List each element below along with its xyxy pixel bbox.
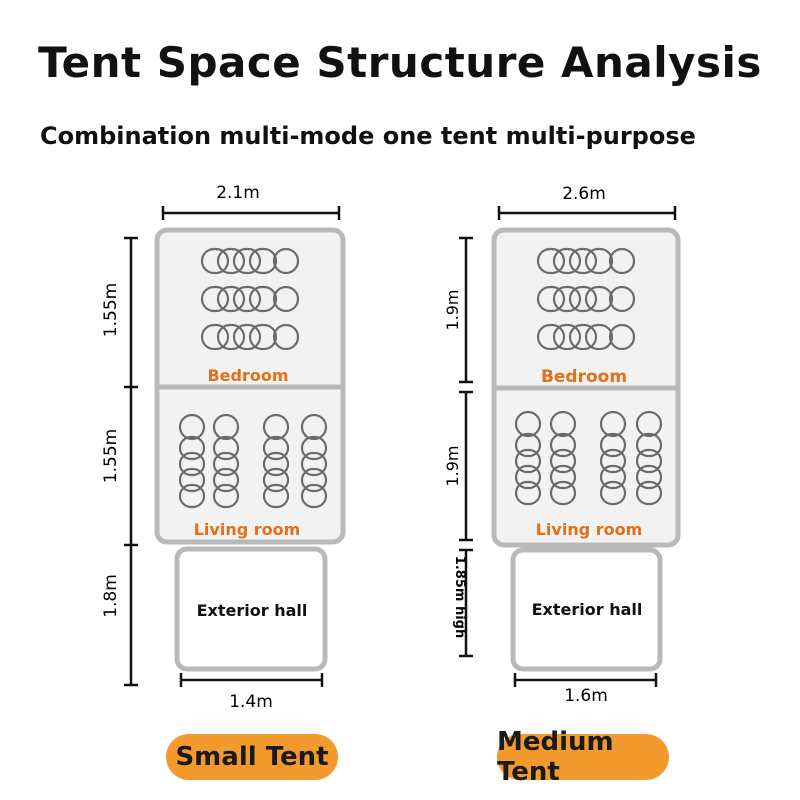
small-depth-dimensions: 1.55m 1.55m 1.8m bbox=[101, 236, 138, 687]
small-top-width-dimension: 2.1m bbox=[161, 183, 341, 220]
small-tent-badge: Small Tent bbox=[166, 734, 338, 780]
medium-bedroom-label: Bedroom bbox=[541, 367, 627, 387]
medium-top-width-dimension: 2.6m bbox=[497, 184, 677, 220]
medium-bottom-width-label: 1.6m bbox=[564, 686, 608, 706]
medium-top-width-label: 2.6m bbox=[562, 184, 606, 204]
medium-tent: 2.6m Bedroom Living room Exterior hall 1… bbox=[443, 184, 681, 706]
medium-bottom-width-dimension: 1.6m bbox=[513, 673, 658, 706]
medium-hall-label: Exterior hall bbox=[532, 600, 643, 619]
medium-tent-badge: Medium Tent bbox=[497, 727, 669, 787]
small-living-depth: 1.55m bbox=[101, 429, 121, 483]
medium-bedroom-depth: 1.9m bbox=[443, 289, 462, 330]
small-bottom-width-dimension: 1.4m bbox=[179, 673, 324, 712]
small-hall-label: Exterior hall bbox=[197, 601, 308, 620]
medium-hall-depth: 1.85m high bbox=[452, 556, 467, 638]
small-exterior-hall bbox=[174, 546, 328, 672]
small-bedroom-depth: 1.55m bbox=[101, 283, 121, 337]
small-hall-depth: 1.8m bbox=[101, 574, 121, 618]
medium-exterior-hall bbox=[510, 547, 663, 672]
medium-living-depth: 1.9m bbox=[443, 445, 462, 486]
page-title: Tent Space Structure Analysis bbox=[38, 38, 762, 87]
medium-depth-dimensions: 1.9m 1.9m 1.85m high bbox=[443, 236, 473, 658]
page-subtitle: Combination multi-mode one tent multi-pu… bbox=[40, 122, 696, 150]
small-top-width-label: 2.1m bbox=[216, 183, 260, 203]
small-living-label: Living room bbox=[194, 520, 301, 539]
small-tent: 2.1m Bedroom Living room Exterior hall bbox=[101, 183, 346, 712]
small-bottom-width-label: 1.4m bbox=[229, 692, 273, 712]
medium-living-label: Living room bbox=[536, 520, 643, 539]
small-bedroom-label: Bedroom bbox=[207, 366, 288, 385]
